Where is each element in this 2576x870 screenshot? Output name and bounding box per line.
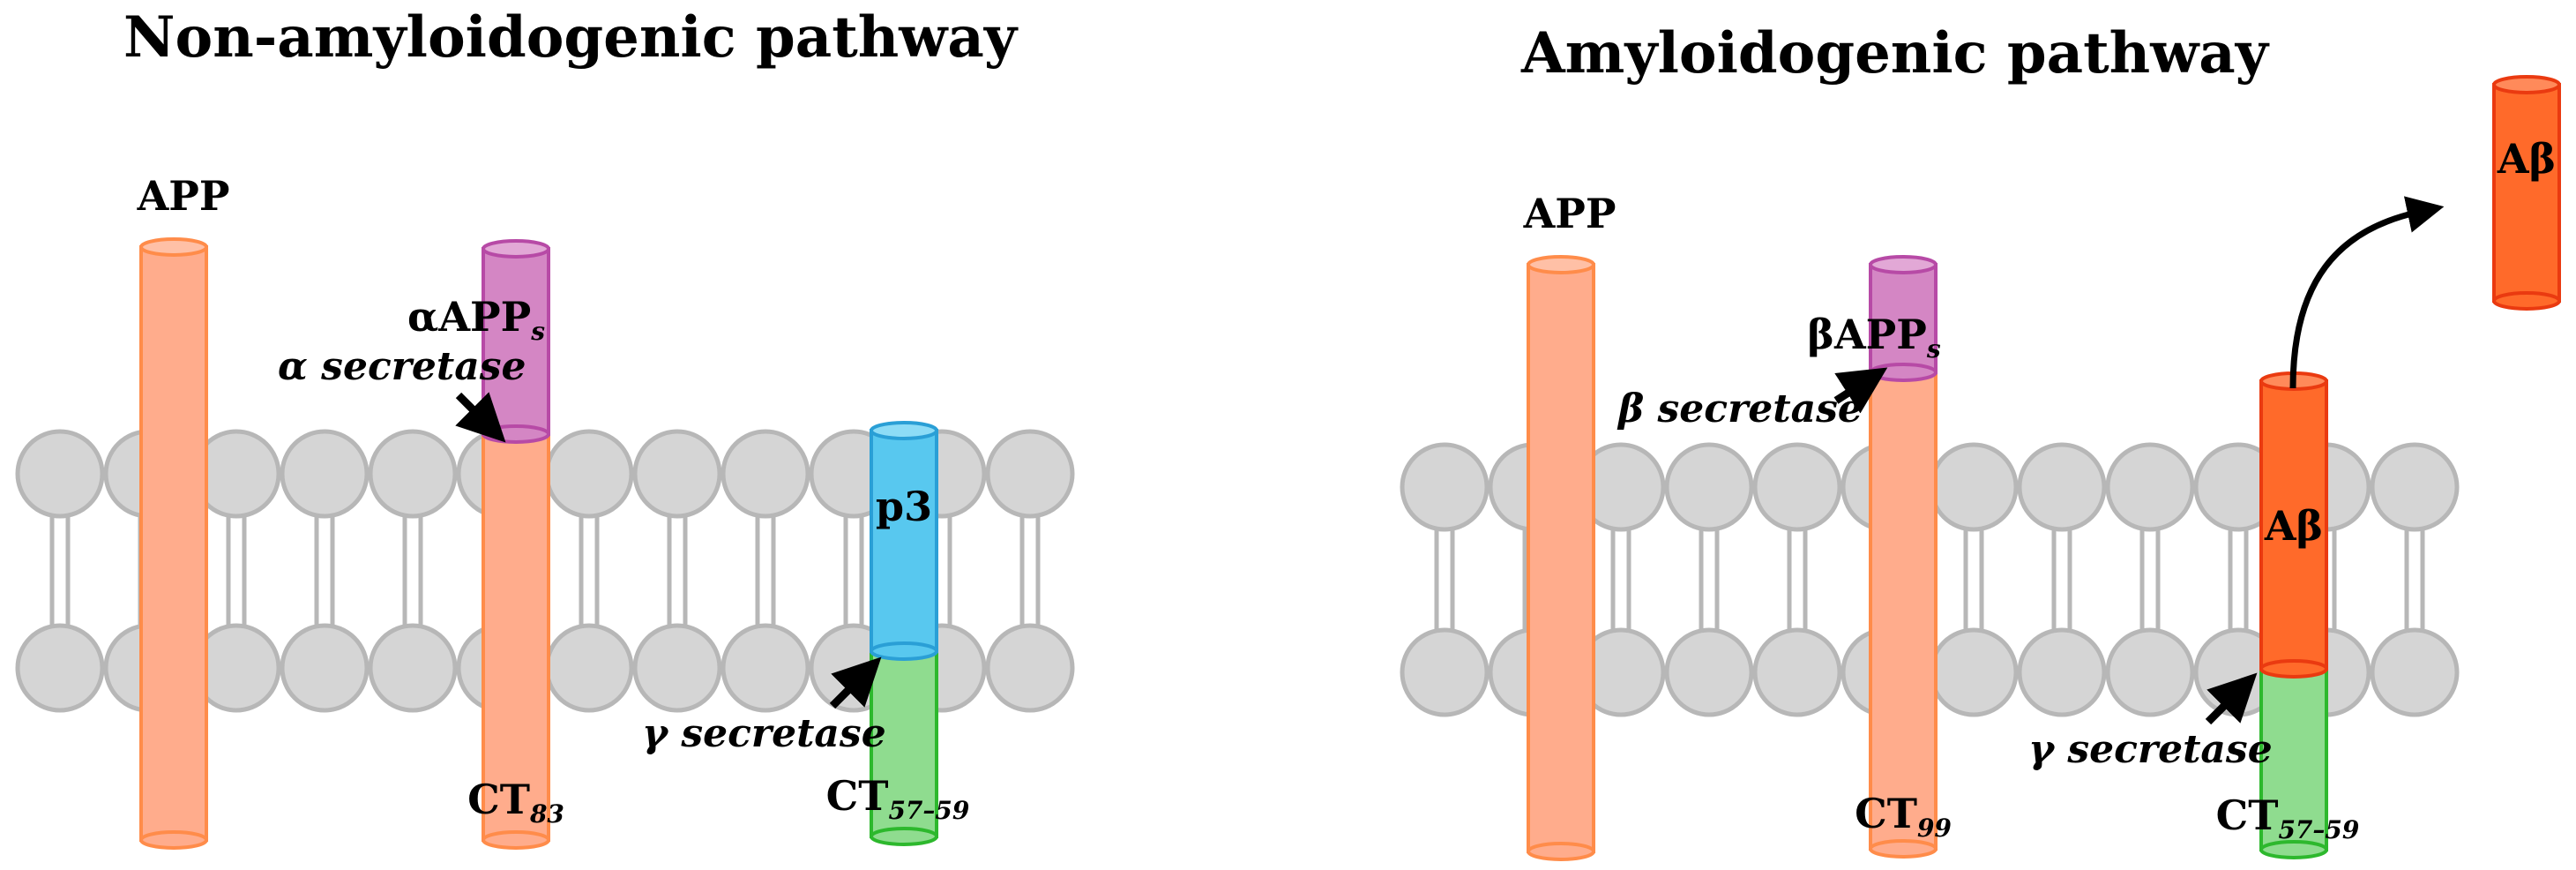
right-title: Amyloidogenic pathway: [1520, 20, 2270, 86]
abeta-label: Aβ: [2264, 502, 2323, 550]
right-ct5759-label: CT57–59: [2216, 791, 2360, 844]
lipid-head: [2017, 627, 2107, 717]
lipid-head: [1929, 442, 2019, 532]
right-ct99-cylinder: [1869, 371, 1938, 859]
lipid-head: [1664, 627, 1754, 717]
lipid-head: [544, 623, 634, 713]
lipid-head: [985, 623, 1075, 713]
left-ct83-cylinder: [482, 432, 550, 850]
beta-secretase-label: β secretase: [1617, 386, 1863, 431]
p3-label: p3: [876, 483, 932, 530]
lipid-head: [280, 623, 370, 713]
lipid-head: [1752, 442, 1842, 532]
lipid-head: [632, 623, 722, 713]
lipid-head: [1929, 627, 2019, 717]
released-abeta-cylinder: [2492, 75, 2561, 311]
right-panel: Amyloidogenic pathway APP βAPPs β secret…: [1400, 20, 2561, 861]
lipid-head: [368, 623, 458, 713]
right-app-cylinder: [1527, 255, 1595, 861]
lipid-head: [985, 429, 1075, 519]
lipid-head: [368, 429, 458, 519]
left-title: Non-amyloidogenic pathway: [123, 4, 1019, 71]
right-app-label: APP: [1523, 190, 1617, 237]
released-abeta-label: Aβ: [2497, 135, 2556, 183]
lipid-head: [544, 429, 634, 519]
lipid-head: [2105, 627, 2195, 717]
lipid-head: [2370, 442, 2460, 532]
lipid-head: [2370, 627, 2460, 717]
lipid-head: [1400, 627, 1490, 717]
right-beta-apps-cylinder: [1869, 255, 1938, 382]
lipid-head: [721, 623, 810, 713]
left-ct83-label: CT83: [467, 776, 564, 829]
left-p3-cylinder: [870, 421, 938, 661]
lipid-head: [2105, 442, 2195, 532]
abeta-release-arrow: [2289, 196, 2445, 389]
right-beta-apps-label: βAPPs: [1807, 311, 1940, 364]
left-gamma-secretase-arrow: [829, 656, 882, 709]
beta-secretase-arrow: [1833, 367, 1888, 414]
left-alpha-apps-label: αAPPs: [407, 293, 545, 346]
left-ct5759-label: CT57–59: [826, 772, 970, 825]
lipid-head: [632, 429, 722, 519]
lipid-head: [721, 429, 810, 519]
right-abeta-cylinder: [2259, 371, 2328, 679]
right-gamma-secretase-label: γ secretase: [2028, 727, 2273, 772]
lipid-head: [15, 623, 105, 713]
right-ct99-label: CT99: [1855, 790, 1952, 843]
lipid-head: [280, 429, 370, 519]
lipid-head: [2017, 442, 2107, 532]
right-gamma-secretase-arrow: [2205, 672, 2258, 725]
alpha-secretase-label: α secretase: [278, 344, 526, 389]
lipid-head: [1664, 442, 1754, 532]
left-panel: Non-amyloidogenic pathway APP αAPPs α se…: [15, 4, 1075, 850]
lipid-head: [15, 429, 105, 519]
lipid-head: [1400, 442, 1490, 532]
alpha-secretase-arrow: [455, 392, 506, 443]
lipid-head: [1752, 627, 1842, 717]
left-app-label: APP: [137, 172, 230, 220]
left-gamma-secretase-label: γ secretase: [642, 711, 886, 756]
left-app-cylinder: [139, 237, 208, 850]
